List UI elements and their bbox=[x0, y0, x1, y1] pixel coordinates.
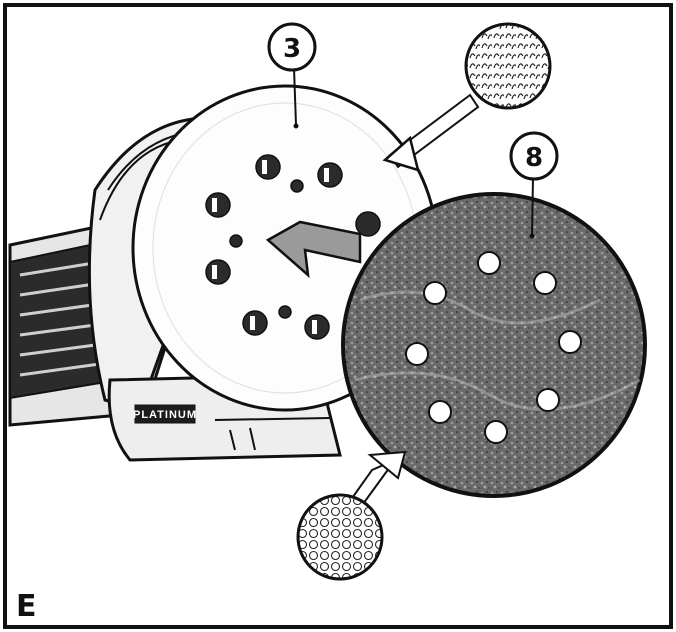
callout-3-leader bbox=[293, 67, 297, 126]
loop-detail-inset bbox=[296, 450, 407, 581]
attach-arrow bbox=[265, 220, 362, 279]
callout-8-leader bbox=[531, 177, 534, 236]
callout-8-dot bbox=[529, 233, 535, 239]
brand-plate bbox=[134, 404, 196, 424]
brand-label: PLATINUM bbox=[133, 409, 197, 421]
callout-3-dot bbox=[293, 123, 299, 129]
hook-detail-inset bbox=[382, 22, 552, 172]
callout-8-number: 8 bbox=[525, 143, 543, 173]
sanding-disc bbox=[341, 192, 647, 498]
disc-holes bbox=[405, 251, 582, 444]
callout-8-bubble bbox=[509, 131, 559, 181]
callout-3-bubble bbox=[267, 22, 317, 72]
callout-3-number: 3 bbox=[283, 34, 301, 64]
hook-texture-icon bbox=[464, 22, 552, 110]
figure-letter: E bbox=[16, 589, 37, 624]
loop-texture-icon bbox=[296, 493, 384, 581]
figure-frame bbox=[3, 3, 673, 629]
